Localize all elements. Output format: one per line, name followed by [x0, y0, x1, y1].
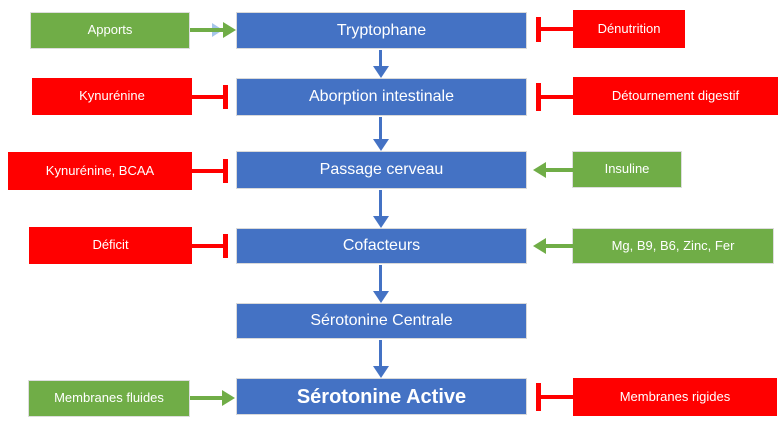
node-absorption-intestinale: Aborption intestinale [236, 78, 527, 116]
inhibit-bar-icon [536, 83, 541, 111]
factor-box-deficit: Déficit [29, 227, 192, 264]
inhibit-bar-icon [223, 234, 228, 258]
flow-arrow-down-icon [373, 139, 389, 151]
factor-box-membranes-fluides: Membranes fluides [28, 380, 190, 417]
promote-arrow-left-icon [533, 238, 546, 254]
inhibit-bar-icon [536, 17, 541, 42]
flow-arrow-line [379, 265, 382, 292]
inhibit-bar-icon [536, 383, 541, 411]
factor-box-denutrition: Dénutrition [573, 10, 685, 48]
node-cofacteurs: Cofacteurs [236, 228, 527, 264]
inhibit-bar-icon [223, 159, 228, 183]
promote-arrow-line [190, 28, 223, 32]
factor-box-membranes-rigides: Membranes rigides [573, 378, 777, 416]
promote-arrow-line [546, 244, 573, 248]
promote-arrow-right-icon [223, 22, 236, 38]
flow-arrow-down-icon [373, 216, 389, 228]
factor-box-insuline: Insuline [572, 151, 682, 188]
promote-arrow-left-icon [533, 162, 546, 178]
factor-box-detournement-digestif: Détournement digestif [573, 77, 778, 115]
inhibit-bar-icon [223, 85, 228, 109]
factor-box-apports: Apports [30, 12, 190, 49]
inhibit-line [192, 244, 223, 248]
flow-arrow-down-icon [373, 66, 389, 78]
promote-arrow-line [190, 396, 222, 400]
inhibit-line [541, 395, 573, 399]
flow-arrow-down-icon [373, 291, 389, 303]
flow-arrow-down-icon [373, 366, 389, 378]
node-serotonine-centrale: Sérotonine Centrale [236, 303, 527, 339]
factor-box-kynurenine: Kynurénine [32, 78, 192, 115]
inhibit-line [192, 95, 223, 99]
inhibit-line [541, 95, 573, 99]
promote-arrow-line [546, 168, 573, 172]
promote-arrow-right-icon [222, 390, 235, 406]
flow-arrow-line [379, 117, 382, 140]
node-tryptophane: Tryptophane [236, 12, 527, 49]
factor-box-kynurenine-bcaa: Kynurénine, BCAA [8, 152, 192, 190]
flow-arrow-line [379, 340, 382, 367]
inhibit-line [192, 169, 223, 173]
node-passage-cerveau: Passage cerveau [236, 151, 527, 189]
flow-arrow-line [379, 50, 382, 67]
node-serotonine-active: Sérotonine Active [236, 378, 527, 415]
flow-arrow-line [379, 190, 382, 217]
inhibit-line [541, 27, 573, 31]
factor-box-cofactor-nutrients: Mg, B9, B6, Zinc, Fer [572, 228, 774, 264]
